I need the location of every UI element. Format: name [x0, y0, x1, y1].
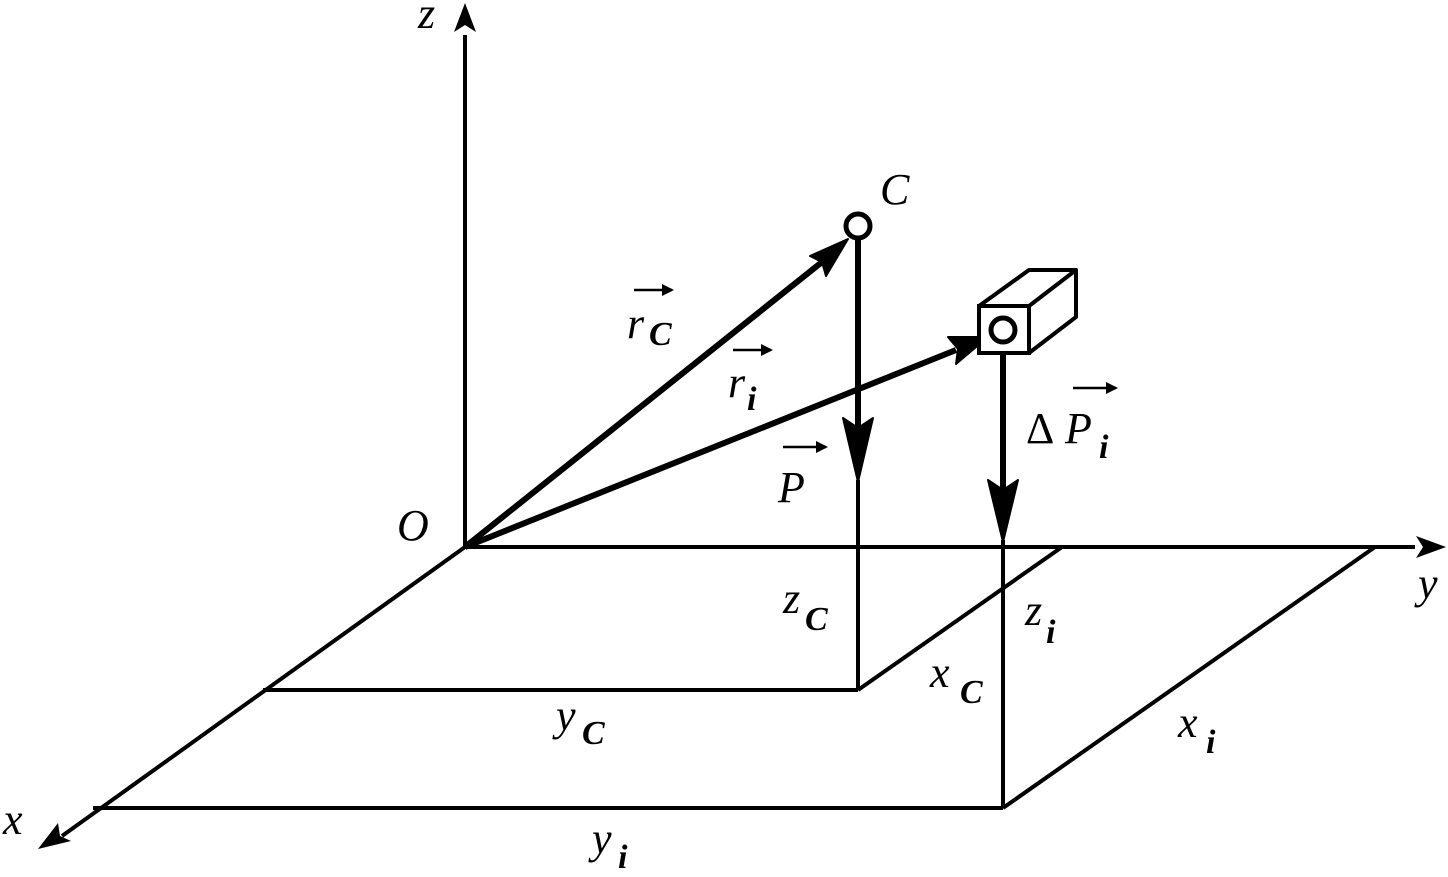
yc-label: y C — [552, 691, 605, 752]
p-label: P — [777, 441, 828, 512]
dp-subscript: i — [1099, 429, 1109, 466]
yi-label: y i — [588, 814, 628, 876]
rc-arrowhead — [809, 238, 849, 277]
y-axis-label: y — [1414, 559, 1438, 608]
yi-subscript: i — [618, 839, 628, 876]
rc-label: r C — [627, 284, 674, 353]
xc-base: x — [929, 648, 950, 697]
zc-base: z — [782, 574, 800, 623]
point-c-marker — [843, 211, 873, 241]
element-box — [977, 268, 1078, 355]
x-axis-arrowhead — [38, 823, 71, 849]
yc-subscript: C — [582, 715, 605, 752]
floor-lines — [93, 480, 1377, 810]
ri-vector — [463, 347, 958, 550]
rc-subscript: C — [649, 316, 672, 353]
zi-subscript: i — [1046, 614, 1056, 651]
xc-edge-line — [856, 545, 1064, 692]
xi-label: x i — [1177, 698, 1216, 761]
point-c-label: C — [880, 165, 910, 214]
box-top-face — [977, 268, 1078, 308]
xc-subscript: C — [960, 674, 983, 711]
axes — [38, 3, 1446, 849]
ri-subscript: i — [747, 381, 757, 418]
zc-label: z C — [782, 574, 828, 638]
xi-subscript: i — [1206, 724, 1216, 761]
p-arrowhead — [842, 417, 874, 483]
rc-vector — [463, 259, 824, 550]
xi-base: x — [1177, 698, 1198, 747]
ri-base: r — [728, 358, 746, 407]
box-side-face — [1027, 270, 1078, 355]
dp-arrowhead — [987, 479, 1019, 543]
ri-label: r i — [728, 344, 773, 418]
p-base: P — [777, 463, 805, 512]
yi-base: y — [588, 814, 612, 863]
xi-edge-line — [1001, 545, 1377, 810]
zi-base: z — [1024, 586, 1042, 635]
zi-label: z i — [1024, 586, 1056, 651]
origin-label: O — [397, 501, 429, 550]
z-axis-label: z — [417, 0, 435, 38]
delta-symbol: Δ — [1026, 404, 1054, 453]
z-axis-arrowhead — [454, 3, 476, 32]
xc-label: x C — [929, 648, 983, 711]
y-axis-arrowhead — [1416, 536, 1446, 558]
x-axis-label: x — [2, 795, 23, 844]
rc-base: r — [627, 299, 645, 348]
dp-base: P — [1064, 404, 1092, 453]
position-vectors — [463, 238, 989, 550]
point-i-marker — [988, 315, 1018, 345]
zc-subscript: C — [805, 601, 828, 638]
yc-base: y — [552, 691, 576, 740]
force-vectors — [842, 240, 1019, 543]
delta-p-label: Δ P i — [1026, 382, 1118, 466]
